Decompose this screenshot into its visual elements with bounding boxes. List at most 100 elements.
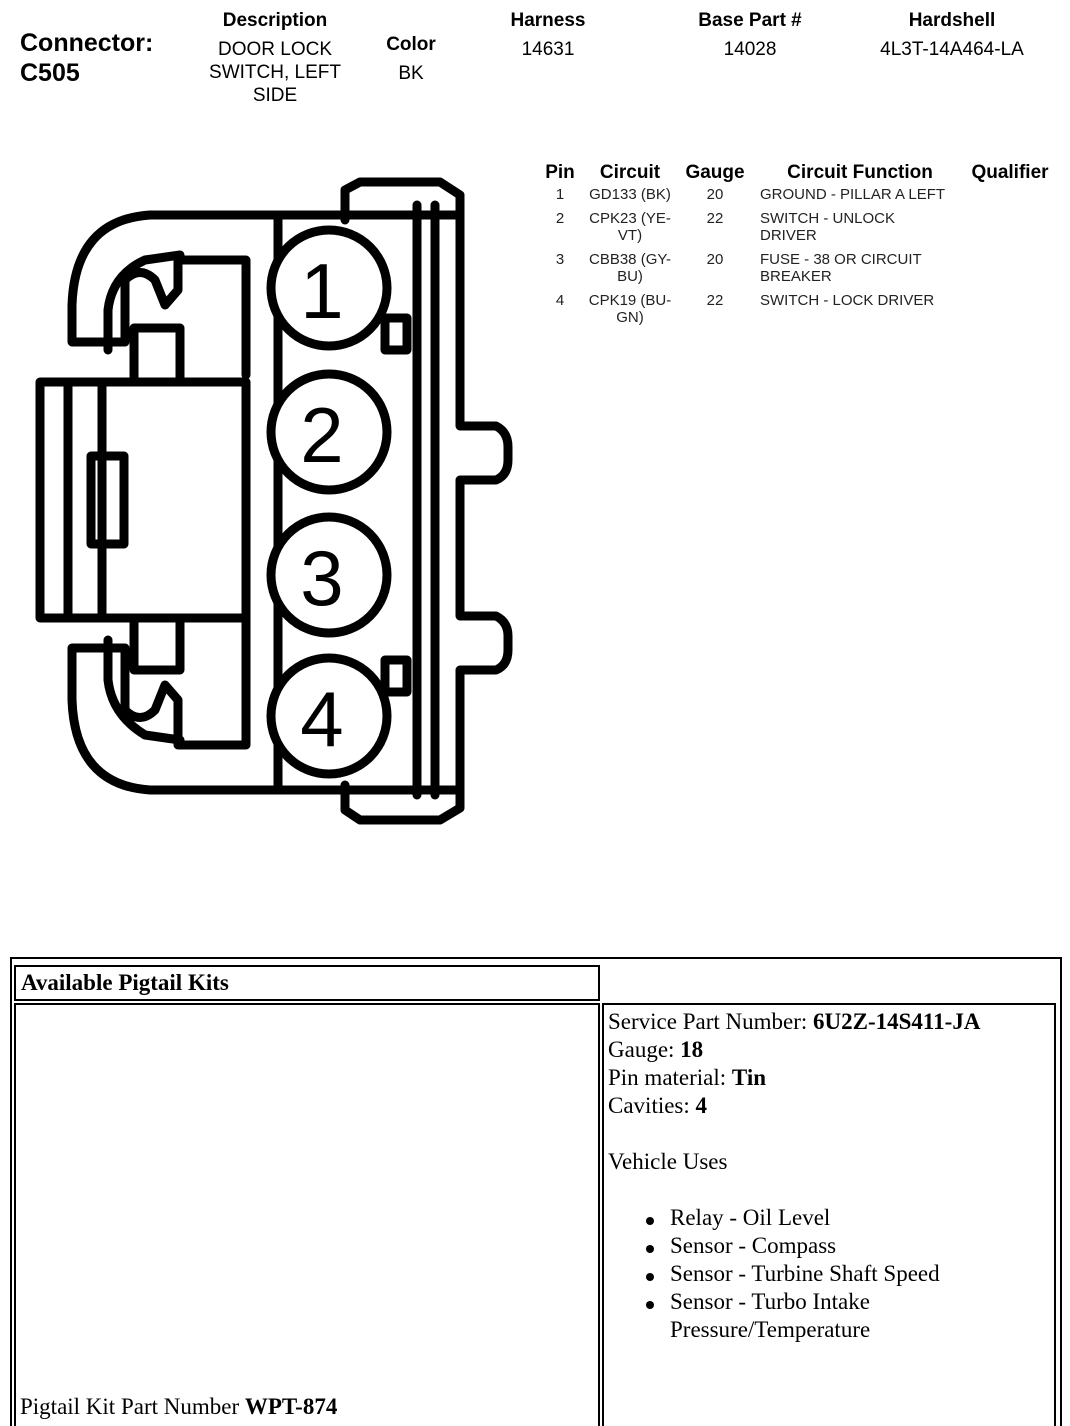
pin-material-label: Pin material: [608, 1065, 732, 1090]
description-line: SIDE [252, 85, 298, 106]
bullet-icon [646, 1301, 654, 1309]
vehicle-use-text: Relay - Oil Level [670, 1205, 831, 1230]
cell-circuit: GD133 (BK) [584, 186, 676, 210]
vehicle-uses-label: Vehicle Uses [608, 1149, 728, 1174]
connector-id: C505 [20, 59, 80, 87]
pigtail-details-cell: Service Part Number: 6U2Z-14S411-JA Gaug… [602, 1003, 1056, 1426]
circuit-line: VT) [617, 227, 643, 244]
vehicle-use-text: Sensor - Compass [670, 1233, 837, 1258]
gauge-line: Gauge: 18 [608, 1036, 1054, 1064]
pin-cavity-3 [266, 512, 392, 638]
hardshell-label: Hardshell [908, 10, 996, 31]
pin-material-line: Pin material: Tin [608, 1064, 1054, 1092]
pin-table-header: Pin Circuit Gauge Circuit Function Quali… [536, 160, 1060, 186]
header-circuit-function: Circuit Function [787, 162, 933, 183]
connector-face-diagram: 1 2 3 4 [35, 177, 513, 825]
vehicle-use-text: Sensor - Turbo Intake [670, 1289, 870, 1314]
gauge-value: 18 [680, 1037, 704, 1062]
harness-label: Harness [510, 10, 586, 31]
cell-circuit: CPK19 (BU-GN) [584, 292, 676, 333]
housing-outline [67, 210, 283, 380]
hardshell-column: Hardshell 4L3T-14A464-LA [852, 10, 1052, 61]
cell-circuit: CPK23 (YE-VT) [584, 210, 676, 251]
gauge-label: Gauge: [608, 1037, 681, 1062]
description-value: DOOR LOCK SWITCH, LEFT SIDE [180, 38, 370, 107]
description-line: SWITCH, LEFT [209, 62, 341, 83]
pigtail-image-cell: Pigtail Kit Part Number WPT-874 [14, 1003, 600, 1426]
header-gauge: Gauge [685, 162, 745, 183]
cell-pin: 2 [555, 210, 565, 227]
header-qualifier: Qualifier [971, 162, 1049, 183]
description-line: DOOR LOCK [217, 39, 333, 60]
circuit-line: GD133 (BK) [589, 186, 671, 203]
bullet-icon [646, 1245, 654, 1253]
kit-part-label: Pigtail Kit Part Number [20, 1394, 245, 1419]
base-part-column: Base Part # 14028 [670, 10, 830, 61]
pin-label-2: 2 [300, 391, 343, 479]
color-label: Color [386, 34, 436, 55]
pin-cavity-4 [266, 653, 392, 779]
vehicle-uses-list: Relay - Oil Level Sensor - Compass Senso… [640, 1204, 1054, 1344]
function-line: SWITCH - LOCK DRIVER [760, 292, 935, 309]
function-line: FUSE - 38 OR CIRCUIT [760, 251, 922, 268]
harness-value: 14631 [521, 39, 575, 60]
cell-pin: 3 [555, 251, 565, 268]
list-item: Sensor - Turbine Shaft Speed [640, 1260, 1054, 1288]
bullet-icon [646, 1217, 654, 1225]
pin-cavity-1 [266, 225, 392, 351]
cell-qualifier [960, 186, 1060, 210]
circuit-line: CPK23 (YE- [589, 210, 671, 227]
pin-label-3: 3 [300, 534, 343, 622]
service-part-number: Service Part Number: 6U2Z-14S411-JA [608, 1008, 1054, 1036]
bullet-icon [646, 1273, 654, 1281]
kit-part-value: WPT-874 [244, 1394, 338, 1419]
cell-function: SWITCH - LOCK DRIVER [754, 292, 960, 333]
cell-qualifier [960, 210, 1060, 251]
circuit-line: BU) [617, 268, 643, 285]
description-column: Description DOOR LOCK SWITCH, LEFT SIDE [180, 10, 370, 107]
pin-material-value: Tin [731, 1065, 767, 1090]
vehicle-use-text: Pressure/Temperature [670, 1317, 871, 1342]
description-label: Description [222, 10, 328, 31]
cell-gauge: 22 [706, 210, 724, 227]
header-circuit: Circuit [599, 162, 661, 183]
pigtail-kits-panel [10, 957, 1062, 1426]
function-line: BREAKER [760, 268, 832, 285]
table-row: 4 CPK19 (BU-GN) 22 SWITCH - LOCK DRIVER [536, 292, 1060, 333]
cell-function: GROUND - PILLAR A LEFT [754, 186, 960, 210]
housing-outline-lower [67, 610, 283, 795]
function-line: DRIVER [760, 227, 817, 244]
cell-qualifier [960, 292, 1060, 333]
cell-qualifier [960, 251, 1060, 292]
latch-slot [86, 451, 129, 549]
circuit-line: GN) [616, 309, 644, 326]
circuit-line: CBB38 (GY- [589, 251, 671, 268]
cell-gauge: 20 [706, 251, 724, 268]
cavities-value: 4 [695, 1093, 708, 1118]
kit-part-number: Pigtail Kit Part Number WPT-874 [20, 1394, 337, 1420]
function-line: SWITCH - UNLOCK [760, 210, 895, 227]
cell-pin: 1 [555, 186, 565, 203]
connector-label: Connector: [20, 29, 154, 57]
pin-cavity-2 [266, 369, 392, 495]
list-item: Relay - Oil Level [640, 1204, 1054, 1232]
base-part-value: 14028 [723, 39, 777, 60]
service-part-label: Service Part Number: [608, 1009, 814, 1034]
cavities-label: Cavities: [608, 1093, 696, 1118]
vehicle-use-text: Sensor - Turbine Shaft Speed [670, 1261, 940, 1286]
color-column: Color BK [370, 34, 452, 85]
header-pin: Pin [545, 162, 575, 183]
cell-gauge: 22 [706, 292, 724, 309]
hardshell-value: 4L3T-14A464-LA [880, 39, 1024, 60]
table-row: 1 GD133 (BK) 20 GROUND - PILLAR A LEFT [536, 186, 1060, 210]
pigtail-kits-title: Available Pigtail Kits [14, 965, 600, 1001]
function-line: GROUND - PILLAR A LEFT [760, 186, 946, 203]
cell-pin: 4 [555, 292, 565, 309]
cavities-line: Cavities: 4 [608, 1092, 1054, 1120]
color-value: BK [398, 63, 424, 84]
